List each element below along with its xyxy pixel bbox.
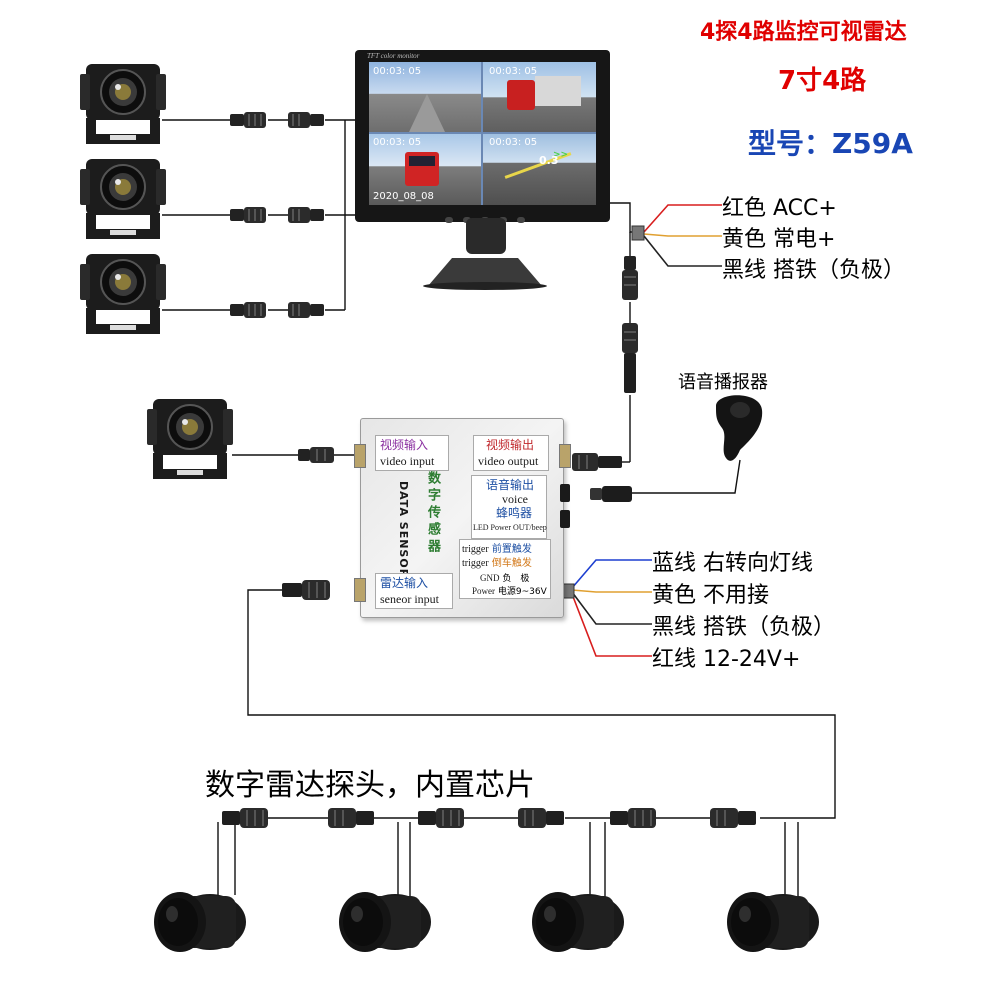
- timestamp: 00:03: 05: [373, 137, 422, 148]
- gnd-en: GND: [480, 573, 500, 583]
- radar-input-cn: 雷达输入: [380, 576, 429, 590]
- monitor-brand: TFT color monitor: [367, 52, 420, 60]
- voice-broadcaster-label: 语音播报器: [678, 372, 768, 393]
- timestamp: 00:03: 05: [373, 66, 422, 77]
- voice-beep-panel: 语音输出 voice 蜂鸣器 LED Power OUT/beep: [471, 475, 547, 539]
- trigger-reverse-en: trigger: [462, 558, 489, 569]
- port-radar: [354, 578, 366, 602]
- video-output-en: video output: [478, 454, 539, 468]
- wire-label-yellow: 黄色 常电+: [722, 227, 836, 252]
- port-video-out: [559, 444, 571, 468]
- radar-probe-icon: [532, 892, 624, 952]
- connector-icon: [288, 112, 324, 128]
- beep-cn: 蜂鸣器: [496, 506, 533, 520]
- wire-label-red: 红色 ACC+: [722, 196, 837, 221]
- screen-quadrant: [483, 62, 596, 132]
- connector-icon: [610, 808, 656, 828]
- connector-icon: [298, 447, 334, 463]
- video-output-panel: 视频输出 video output: [473, 435, 549, 471]
- date-stamp: 2020_08_08: [373, 191, 434, 202]
- radar-probe-icon: [727, 892, 819, 952]
- sensor-title-cn: 数字传感器: [425, 471, 440, 556]
- video-output-cn: 视频输出: [486, 438, 535, 452]
- monitor-stand: [423, 218, 547, 290]
- port-beep: [560, 510, 570, 528]
- screen-quadrant: >>: [483, 134, 596, 205]
- connector-icon: [230, 302, 266, 318]
- connector-icon: [282, 580, 330, 600]
- connector-icon: [222, 808, 268, 828]
- connector-icon: [230, 207, 266, 223]
- product-subtitle: 7寸4路: [778, 66, 867, 96]
- power-row: Power 电源9~36V: [472, 584, 547, 599]
- wire-label-blue: 蓝线 右转向灯线: [652, 551, 813, 576]
- trigger-panel: trigger 前置触发 trigger 倒车触发 GND 负 极 Power …: [459, 539, 551, 599]
- monitor-screen: >> 00:03: 05 00:03: 05 00:03: 05 00:03: …: [369, 62, 596, 205]
- probes-caption: 数字雷达探头，内置芯片: [205, 768, 535, 803]
- radar-input-panel: 雷达输入 seneor input: [375, 573, 453, 609]
- screen-quadrant: [369, 134, 481, 205]
- radar-probe-icon: [339, 892, 431, 952]
- camera-icon: [80, 64, 166, 144]
- speaker-icon: [716, 395, 763, 461]
- product-title: 4探4路监控可视雷达: [700, 20, 907, 45]
- monitor: TFT color monitor >> 00:03: 05 00:03:: [355, 50, 610, 223]
- camera-icon: [80, 159, 166, 239]
- voice-cn: 语音输出: [486, 478, 535, 492]
- gnd-row: GND 负 极: [480, 571, 529, 586]
- connector-icon: [572, 453, 622, 471]
- model-number: 型号：Z59A: [748, 127, 913, 160]
- sensor-box: 视频输入 video input 视频输出 video output 语音输出 …: [360, 418, 564, 618]
- gnd-cn: 负 极: [502, 574, 530, 584]
- video-input-panel: 视频输入 video input: [375, 435, 449, 471]
- screen-quadrant: [369, 62, 481, 132]
- connector-icon: [590, 486, 632, 502]
- port-voice: [560, 484, 570, 502]
- video-input-cn: 视频输入: [380, 438, 429, 452]
- trigger-front-en: trigger: [462, 544, 489, 555]
- monitor-buttons: [445, 208, 535, 223]
- port-video-in: [354, 444, 366, 468]
- connector-icon: [230, 112, 266, 128]
- trigger-front-cn: 前置触发: [491, 544, 532, 555]
- wire-label-yellow2: 黄色 不用接: [652, 583, 769, 608]
- trigger-front-row: trigger 前置触发: [462, 543, 532, 557]
- connector-icon: [710, 808, 756, 828]
- wire-label-black2: 黑线 搭铁（负极）: [652, 615, 835, 640]
- video-input-en: video input: [380, 454, 435, 468]
- connector-icon: [288, 207, 324, 223]
- trigger-reverse-cn: 倒车触发: [491, 558, 532, 569]
- connector-icon: [288, 302, 324, 318]
- timestamp: 00:03: 05: [489, 137, 538, 148]
- sensor-title-en: DATA SENSOR: [397, 481, 410, 579]
- connector-icon: [418, 808, 464, 828]
- connector-icon: [622, 256, 638, 300]
- trigger-reverse-row: trigger 倒车触发: [462, 557, 532, 571]
- connector-icon: [622, 323, 638, 393]
- distance-readout: 0.3: [539, 154, 559, 167]
- wire-label-red2: 红线 12-24V+: [652, 647, 801, 672]
- beep-en: LED Power OUT/beep: [473, 523, 547, 532]
- radar-probe-icon: [154, 892, 246, 952]
- power-cn: 电源9~36V: [497, 587, 547, 597]
- connector-icon: [518, 808, 564, 828]
- voice-en: voice: [502, 492, 528, 506]
- camera-icon: [80, 254, 166, 334]
- timestamp: 00:03: 05: [489, 66, 538, 77]
- camera-icon: [147, 399, 233, 479]
- wire-label-black: 黑线 搭铁（负极）: [722, 258, 905, 283]
- connector-icon: [328, 808, 374, 828]
- power-en: Power: [472, 586, 495, 596]
- radar-input-en: seneor input: [380, 592, 439, 606]
